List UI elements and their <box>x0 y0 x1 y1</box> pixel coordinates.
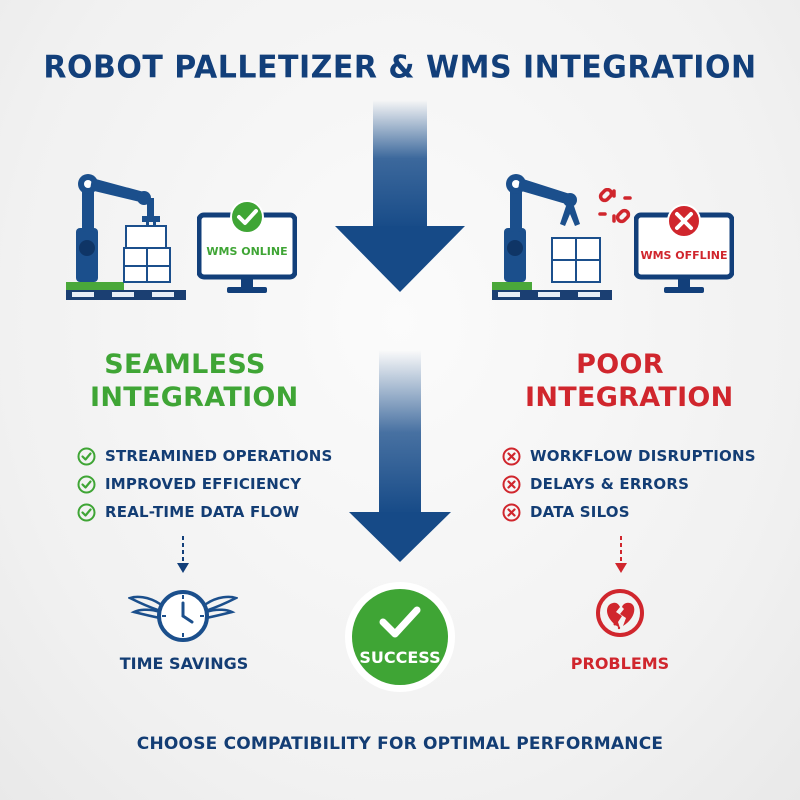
small-down-arrow-icon <box>615 536 627 573</box>
check-circle-icon <box>345 582 455 692</box>
problems-list: WORKFLOW DISRUPTIONS DELAYS & ERRORS DAT… <box>502 442 756 526</box>
list-item: DELAYS & ERRORS <box>502 470 756 498</box>
benefits-list: STREAMINED OPERATIONS IMPROVED EFFICIENC… <box>77 442 333 526</box>
heading-line-2: INTEGRATION <box>525 382 734 413</box>
heading-line-1: SEAMLESS <box>104 349 266 380</box>
list-item-label: IMPROVED EFFICIENCY <box>105 475 302 493</box>
list-item-label: DELAYS & ERRORS <box>530 475 690 493</box>
problems-label: PROBLEMS <box>570 654 670 673</box>
robot-palletizer-right-icon <box>492 174 612 300</box>
check-circle-icon <box>77 447 96 465</box>
winged-clock-icon <box>128 590 238 642</box>
time-savings-label: TIME SAVINGS <box>119 654 249 673</box>
bottom-down-arrow-icon <box>349 350 451 562</box>
heading-line-2: INTEGRATION <box>90 382 299 413</box>
heading-line-1: POOR <box>576 349 664 380</box>
list-item: DATA SILOS <box>502 498 756 526</box>
monitor-x-icon <box>633 204 735 293</box>
list-item-label: STREAMINED OPERATIONS <box>105 447 333 465</box>
wms-monitor-online: WMS ONLINE <box>196 197 298 299</box>
list-item-label: DATA SILOS <box>530 503 630 521</box>
list-item: IMPROVED EFFICIENCY <box>77 470 333 498</box>
success-badge: SUCCESS <box>343 580 457 694</box>
broken-heart-icon <box>596 589 644 637</box>
list-item: STREAMINED OPERATIONS <box>77 442 333 470</box>
broken-link-icon <box>598 188 632 224</box>
success-label: SUCCESS <box>359 648 441 667</box>
monitor-check-icon <box>196 200 298 293</box>
list-item: REAL-TIME DATA FLOW <box>77 498 333 526</box>
top-down-arrow-icon <box>335 100 465 292</box>
robot-palletizer-left-icon <box>66 174 186 300</box>
footer-tagline: CHOOSE COMPATIBILITY FOR OPTIMAL PERFORM… <box>136 734 664 754</box>
list-item-label: WORKFLOW DISRUPTIONS <box>530 447 756 465</box>
x-circle-icon <box>502 503 521 521</box>
monitor-label-online: WMS ONLINE <box>206 245 288 258</box>
x-circle-icon <box>502 447 521 465</box>
poor-integration-heading: POOR INTEGRATION <box>525 348 734 414</box>
list-item: WORKFLOW DISRUPTIONS <box>502 442 756 470</box>
wms-monitor-offline: WMS OFFLINE <box>633 197 735 299</box>
x-circle-icon <box>502 475 521 493</box>
seamless-integration-heading: SEAMLESS INTEGRATION <box>90 348 299 414</box>
page-title: ROBOT PALLETIZER & WMS INTEGRATION <box>43 49 757 86</box>
check-circle-icon <box>77 503 96 521</box>
check-circle-icon <box>77 475 96 493</box>
small-down-arrow-icon <box>177 536 189 573</box>
list-item-label: REAL-TIME DATA FLOW <box>105 503 300 521</box>
monitor-label-offline: WMS OFFLINE <box>640 249 728 262</box>
